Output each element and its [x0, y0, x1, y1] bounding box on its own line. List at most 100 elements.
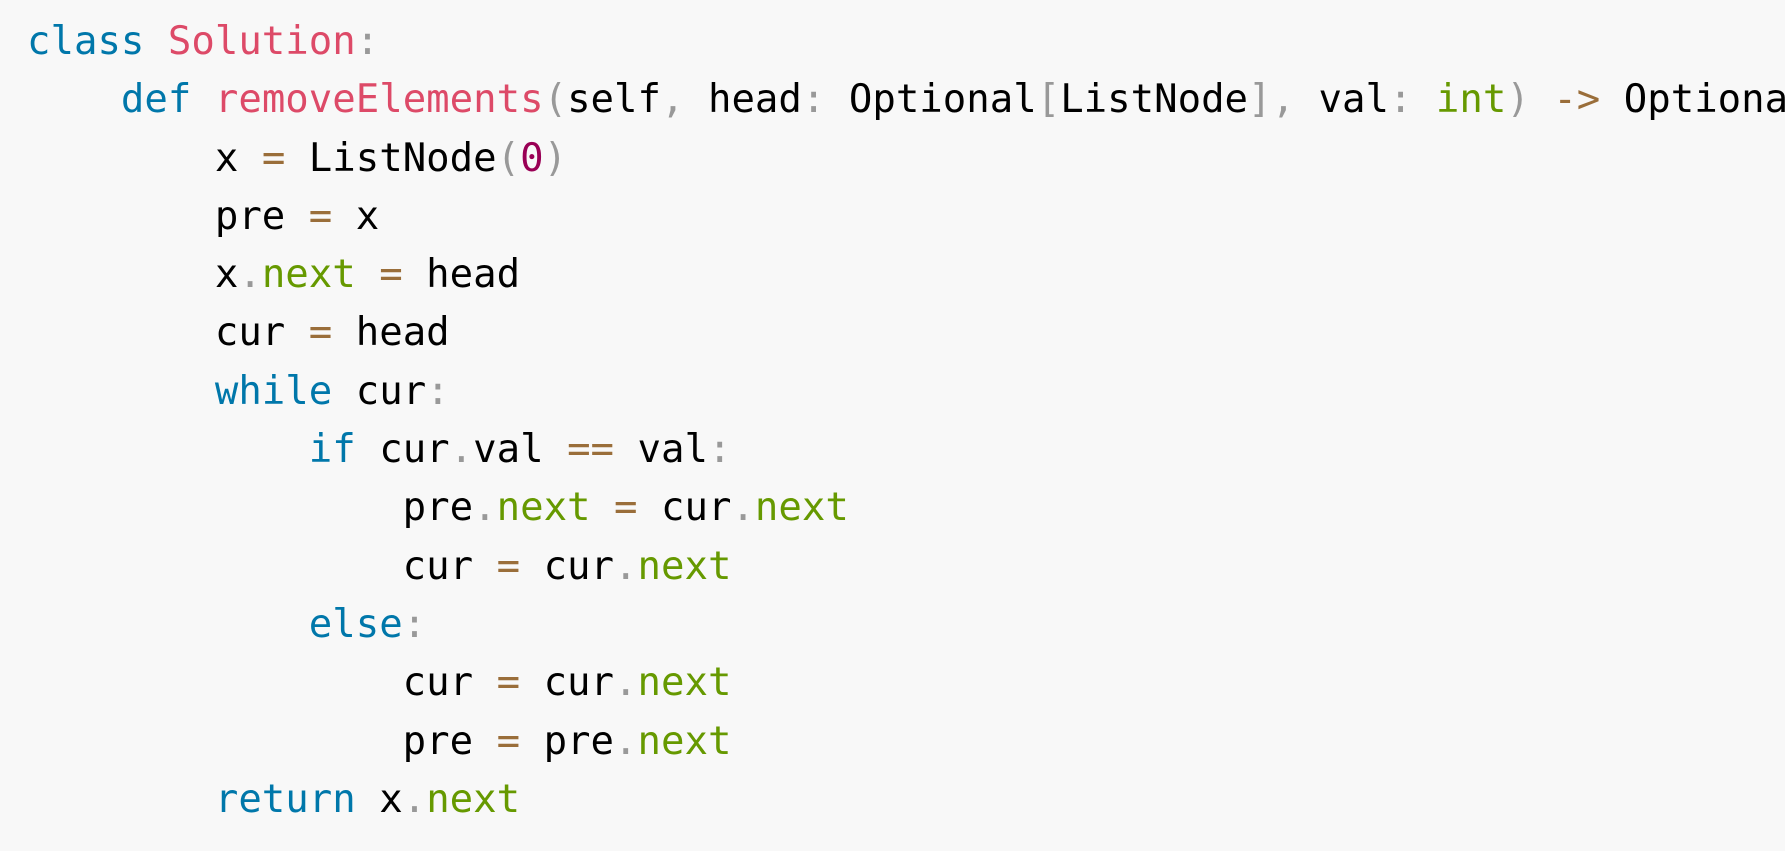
keyword-token: else — [308, 601, 403, 647]
plain-token — [27, 369, 215, 414]
punctuation-token: : — [402, 601, 427, 647]
plain-token: cur — [520, 543, 615, 589]
plain-token: cur — [637, 485, 732, 531]
plain-token: pre — [520, 718, 615, 764]
operator-token: -> — [1553, 77, 1601, 123]
punctuation-token: : — [426, 368, 450, 414]
keyword-token: while — [214, 368, 333, 414]
plain-token: cur — [520, 660, 615, 706]
punctuation-token: . — [614, 718, 638, 764]
punctuation-token: ( — [496, 135, 521, 181]
punctuation-token: . — [402, 776, 427, 822]
punctuation-token: : — [355, 19, 380, 64]
plain-token: pre — [27, 193, 309, 239]
plain-token — [27, 602, 309, 647]
plain-token — [27, 777, 215, 822]
keyword-token: def — [120, 77, 192, 123]
plain-token: val — [1295, 77, 1389, 123]
code-line: pre = x — [27, 188, 1785, 246]
plain-token: self — [567, 77, 661, 123]
operator-token: = — [379, 252, 403, 298]
code-line: while cur: — [27, 363, 1785, 421]
plain-token: ListNode — [285, 135, 497, 181]
plain-token — [1530, 77, 1553, 122]
identifier-name-token: removeElements — [214, 77, 544, 123]
plain-token: cur — [332, 368, 427, 414]
plain-token: val — [614, 427, 708, 473]
code-line: class Solution: — [27, 13, 1785, 71]
plain-token: head — [332, 310, 450, 356]
operator-token: = — [308, 193, 333, 239]
plain-token: cur — [355, 427, 450, 473]
plain-token: x — [332, 193, 380, 239]
attribute-token: next — [637, 718, 732, 764]
plain-token: Optiona — [1600, 77, 1785, 123]
plain-token — [591, 485, 614, 530]
plain-token: x — [27, 135, 262, 181]
operator-token: = — [496, 660, 521, 706]
code-line: def removeElements(self, head: Optional[… — [27, 71, 1785, 129]
code-line: if cur.val == val: — [27, 421, 1785, 479]
keyword-token: if — [308, 427, 356, 473]
plain-token: ListNode — [1060, 77, 1249, 123]
number-token: 0 — [520, 135, 544, 181]
punctuation-token: . — [614, 660, 638, 706]
plain-token — [144, 19, 167, 64]
punctuation-token: ) — [543, 135, 568, 181]
code-block[interactable]: class Solution: def removeElements(self,… — [27, 13, 1785, 829]
plain-token: cur — [27, 543, 497, 589]
operator-token: = — [261, 135, 286, 181]
identifier-name-token: Solution — [167, 19, 356, 64]
plain-token: head — [684, 77, 802, 123]
operator-token: == — [567, 427, 615, 473]
code-line: cur = head — [27, 304, 1785, 362]
code-line: pre.next = cur.next — [27, 479, 1785, 537]
code-line: cur = cur.next — [27, 538, 1785, 596]
operator-token: = — [496, 718, 521, 764]
plain-token: pre — [27, 718, 497, 764]
plain-token: pre — [27, 485, 474, 531]
plain-token: head — [402, 252, 521, 298]
attribute-token: next — [496, 485, 591, 531]
punctuation-token: : — [707, 427, 732, 473]
plain-token: x — [355, 776, 403, 822]
punctuation-token: . — [238, 252, 262, 298]
code-line: return x.next — [27, 771, 1785, 829]
keyword-token: class — [27, 19, 145, 64]
attribute-token: next — [637, 660, 732, 706]
punctuation-token: , — [1271, 77, 1295, 123]
plain-token: val — [473, 427, 568, 473]
plain-token — [1412, 77, 1435, 122]
operator-token: = — [496, 543, 521, 589]
attribute-token: next — [261, 252, 356, 298]
punctuation-token: . — [731, 485, 755, 531]
attribute-token: next — [637, 543, 732, 589]
punctuation-token: ( — [543, 77, 568, 123]
punctuation-token: . — [449, 427, 474, 473]
punctuation-token: , — [661, 77, 685, 123]
code-line: pre = pre.next — [27, 713, 1785, 771]
plain-token: x — [27, 252, 239, 298]
plain-token: Optional — [825, 77, 1037, 123]
punctuation-token: [ — [1036, 77, 1061, 123]
plain-token — [191, 77, 214, 122]
keyword-token: return — [214, 776, 356, 822]
punctuation-token: . — [473, 485, 497, 531]
code-line: x = ListNode(0) — [27, 130, 1785, 188]
attribute-token: int — [1435, 77, 1507, 123]
operator-token: = — [614, 485, 638, 531]
plain-token — [27, 427, 309, 472]
code-line: x.next = head — [27, 246, 1785, 304]
plain-token — [356, 252, 379, 297]
plain-token — [27, 77, 121, 122]
punctuation-token: : — [801, 77, 826, 123]
punctuation-token: . — [614, 543, 638, 589]
plain-token: cur — [27, 660, 497, 706]
operator-token: = — [308, 310, 333, 356]
plain-token: cur — [27, 310, 309, 356]
code-line: cur = cur.next — [27, 654, 1785, 712]
code-line: else: — [27, 596, 1785, 654]
punctuation-token: ] — [1248, 77, 1272, 123]
punctuation-token: : — [1388, 77, 1413, 123]
